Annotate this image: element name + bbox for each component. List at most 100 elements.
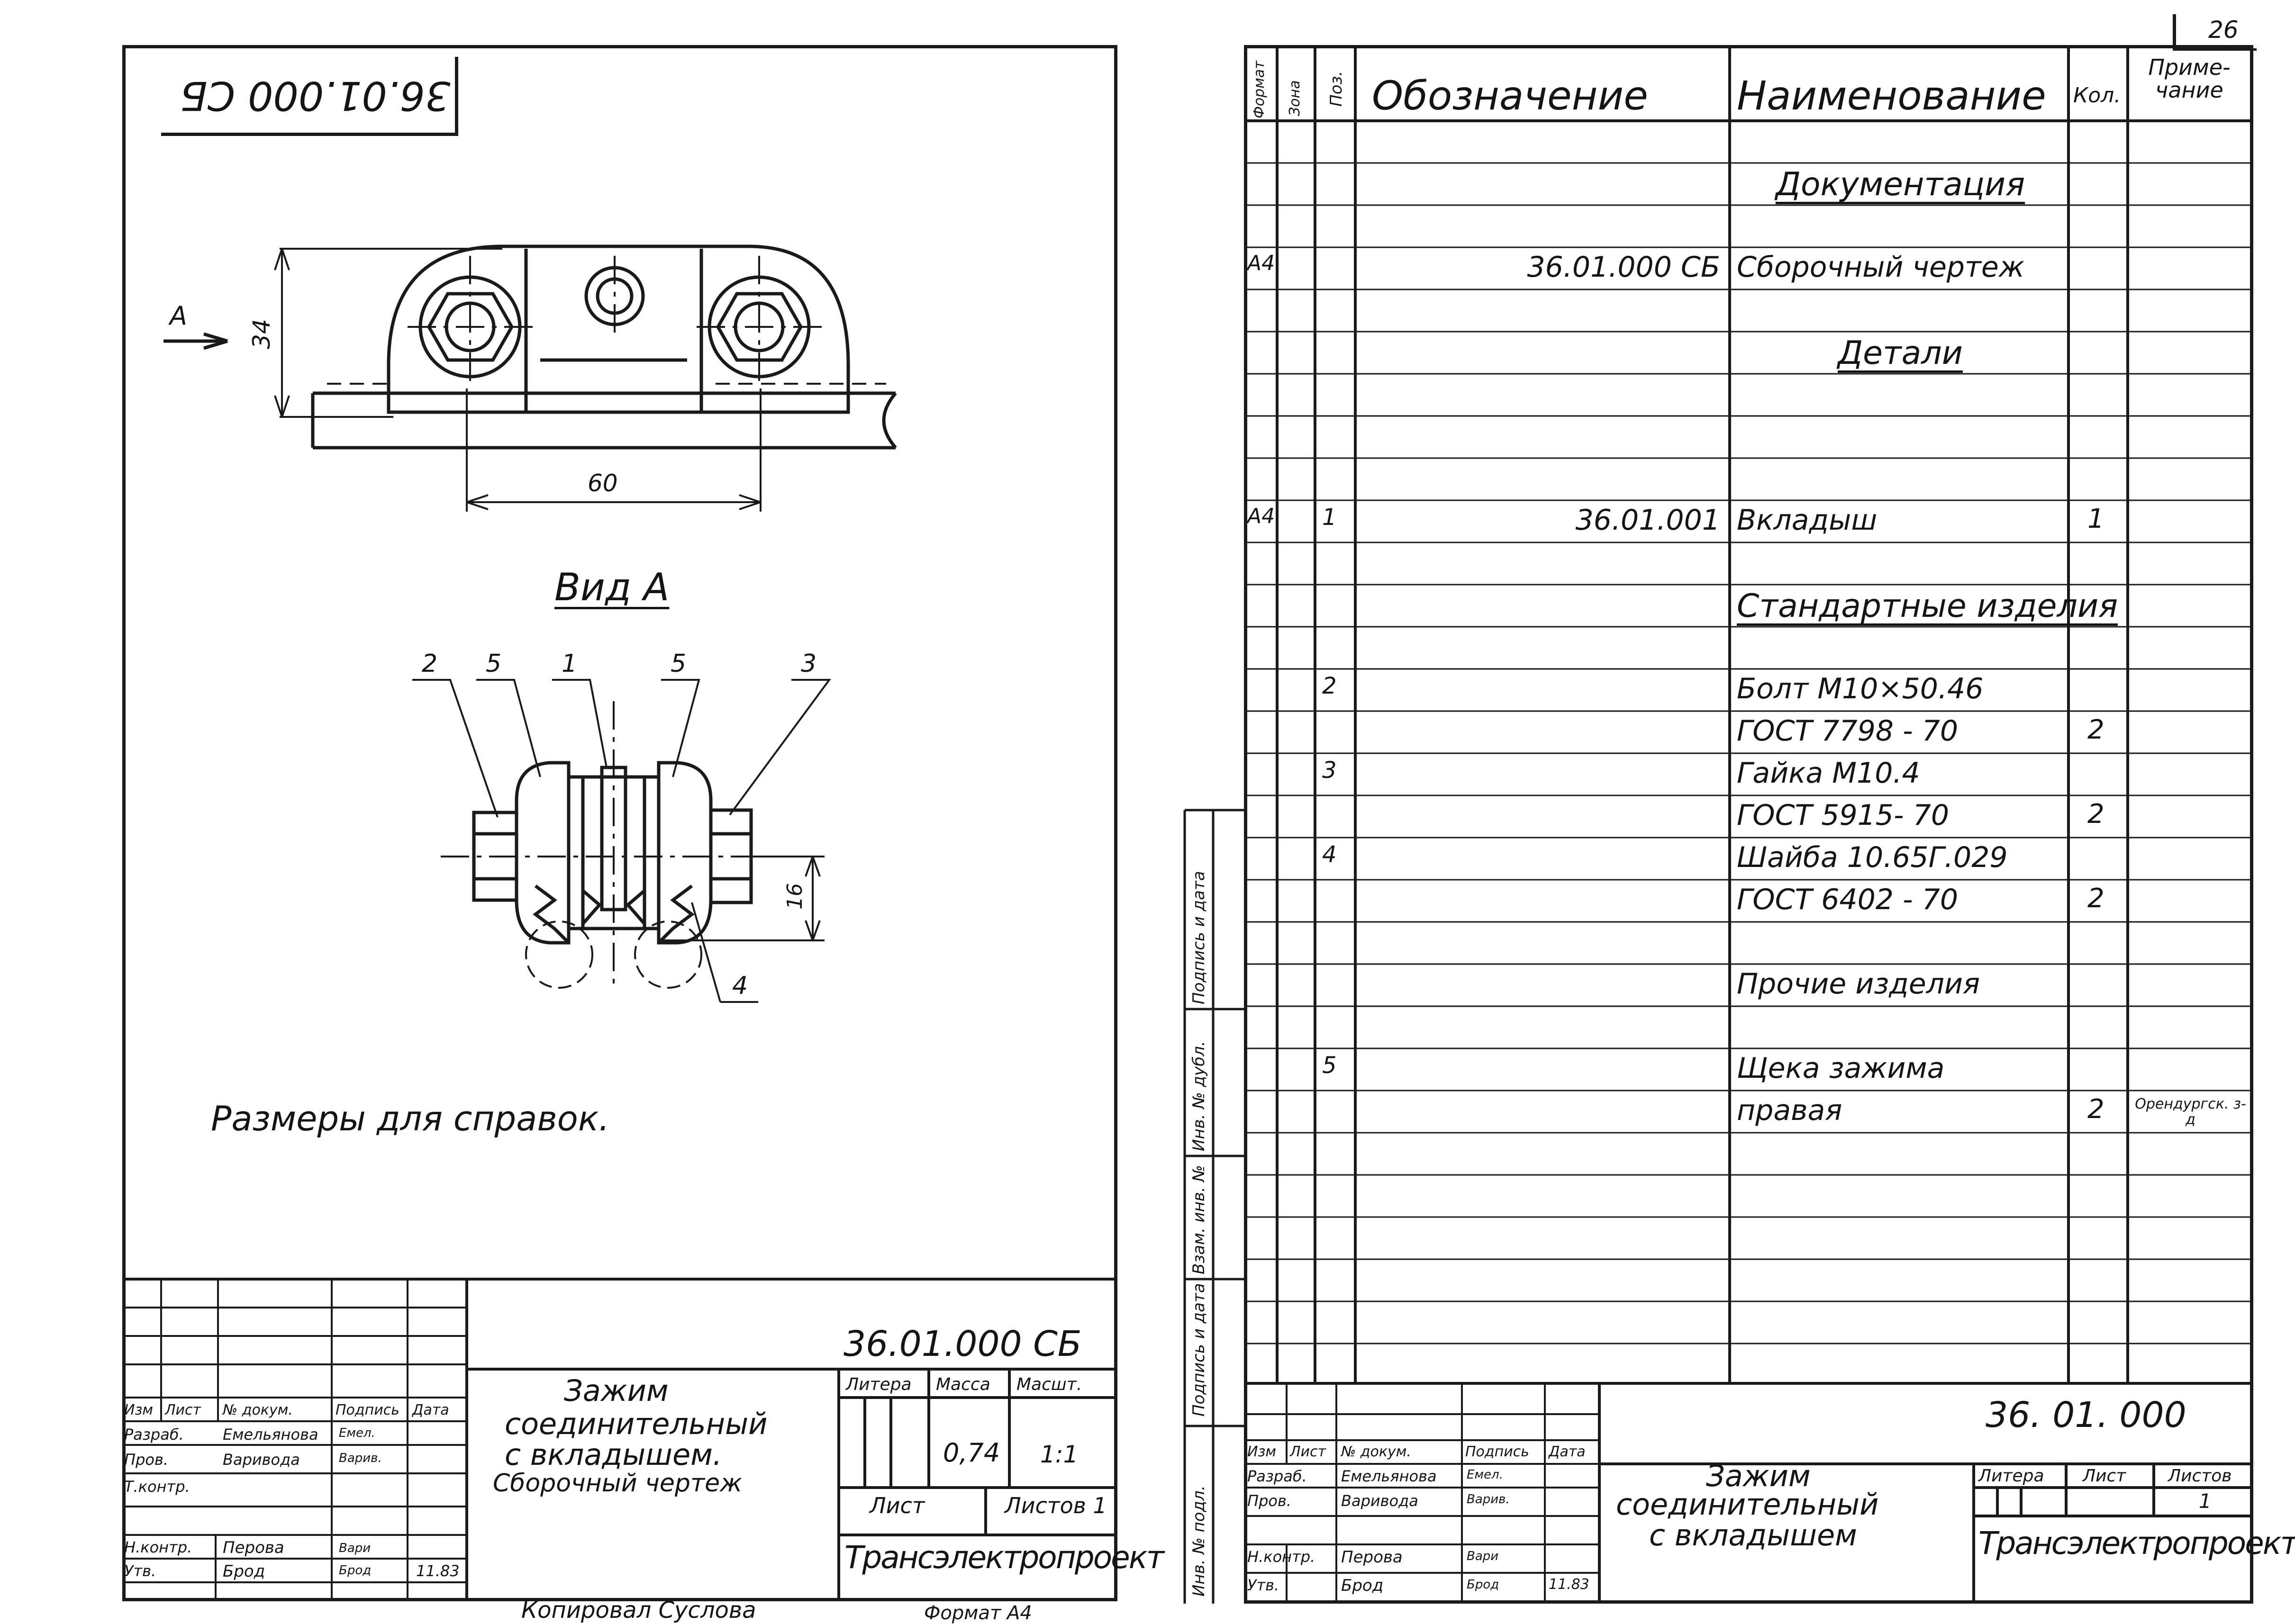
left-tb-name-row-1: Емельянова: [223, 1426, 318, 1444]
row-name: Прочие изделия: [1737, 967, 1980, 1001]
row-name: Детали: [1838, 334, 1963, 372]
row-qty: 2: [2087, 1094, 2105, 1125]
right-tb-name-3: с вкладышем: [1649, 1518, 1857, 1552]
row-name: Гайка М10.4: [1737, 757, 1920, 790]
row-name: Щека зажима: [1737, 1052, 1945, 1085]
left-tb-col-sign: Подпись: [336, 1402, 399, 1418]
left-tb-col-list: Лист: [165, 1402, 201, 1418]
row-pos: 3: [1322, 757, 1337, 784]
right-tb-name-2: соединительный: [1616, 1487, 1879, 1522]
row-designation: 36.01.000 СБ: [1527, 251, 1721, 284]
left-tb-name-3: с вкладышем.: [505, 1437, 722, 1472]
callout-4: 4: [732, 972, 748, 1000]
left-tb-sign-2: Варив.: [339, 1451, 382, 1465]
right-tb-listov: 1: [2199, 1489, 2212, 1513]
hdr-qty: Кол.: [2073, 83, 2121, 108]
left-tb-role-5: Утв.: [124, 1562, 156, 1580]
right-tb-col-date: Дата: [1549, 1444, 1586, 1460]
right-tb-name-row-1: Емельянова: [1341, 1467, 1437, 1485]
sheet-number: 26: [2208, 16, 2239, 44]
right-tb-hdr-listov: Листов: [2168, 1466, 2232, 1486]
left-tb-massa: 0,74: [943, 1438, 1000, 1468]
callout-1: 1: [562, 650, 578, 678]
left-tb-name-row-5: Брод: [223, 1562, 265, 1581]
row-pos: 4: [1322, 841, 1337, 868]
mirrored-stamp-box: [161, 57, 458, 136]
row-name: Болт М10×50.46: [1737, 672, 1984, 705]
left-tb-sign-1: Емел.: [339, 1426, 375, 1440]
row-name: Сборочный чертеж: [1737, 251, 2024, 284]
row-name: Шайба 10.65Г.029: [1737, 841, 2008, 874]
right-tb-code: 36. 01. 000: [1986, 1395, 2186, 1435]
row-name: Документация: [1775, 166, 2025, 203]
row-designation: 36.01.001: [1575, 504, 1720, 537]
left-tb-date-5: 11.83: [416, 1562, 460, 1580]
row-qty: 2: [2087, 799, 2105, 830]
left-tb-role-4: Н.контр.: [124, 1538, 192, 1556]
right-tb-sign-4: Вари: [1467, 1549, 1499, 1563]
callout-3: 3: [801, 650, 817, 678]
right-tb-col-list: Лист: [1290, 1444, 1326, 1460]
footer-copied-by: Копировал Суслова: [521, 1597, 756, 1624]
row-pos: 2: [1322, 673, 1337, 699]
row-note: Орендургск. з-д: [2135, 1096, 2246, 1128]
left-tb-name-2: соединительный: [505, 1407, 768, 1441]
left-tb-name-4: Сборочный чертеж: [493, 1469, 742, 1498]
right-tb-hdr-litera: Литера: [1978, 1466, 2044, 1486]
hdr-name: Наименование: [1737, 72, 2046, 119]
left-tb-name-1: Зажим: [564, 1373, 669, 1408]
right-tb-date-5: 11.83: [1549, 1576, 1589, 1593]
right-tb-col-doc: № докум.: [1341, 1444, 1411, 1460]
row-pos: 5: [1322, 1052, 1337, 1079]
left-tb-name-row-4: Перова: [223, 1538, 284, 1557]
hdr-note: Приме- чание: [2148, 54, 2231, 103]
view-a-title: Вид А: [554, 565, 670, 609]
right-tb-sign-1: Емел.: [1467, 1468, 1503, 1482]
right-tb-sign-2: Варив.: [1467, 1492, 1510, 1507]
right-tb-role-1: Разраб.: [1247, 1467, 1307, 1485]
left-tb-list: Лист: [870, 1493, 925, 1518]
left-tb-role-3: Т.контр.: [124, 1478, 190, 1496]
right-tb-org: Трансэлектропроект: [1978, 1525, 2295, 1561]
hdr-designation: Обозначение: [1372, 72, 1648, 119]
left-tb-listov: Листов 1: [1005, 1493, 1107, 1518]
left-tb-name-row-2: Варивода: [223, 1451, 300, 1469]
left-tb-masshtab: 1:1: [1040, 1441, 1079, 1468]
left-tb-hdr-massa: Масса: [936, 1375, 990, 1394]
row-qty: 2: [2087, 883, 2105, 914]
right-tb-role-5: Утв.: [1247, 1576, 1279, 1594]
sheet-number-box: [2173, 14, 2257, 51]
row-name: ГОСТ 5915- 70: [1737, 799, 1950, 832]
left-tb-hdr-litera: Литера: [846, 1375, 912, 1394]
right-sheet-frame: [1244, 45, 2253, 1604]
row-format: А4: [1247, 251, 1275, 275]
left-tb-sign-5: Брод: [339, 1563, 372, 1578]
right-tb-name-row-2: Варивода: [1341, 1492, 1418, 1510]
right-tb-name-row-4: Перова: [1341, 1548, 1403, 1567]
left-tb-role-2: Пров.: [124, 1451, 168, 1469]
row-pos: 1: [1322, 504, 1337, 531]
left-tb-role-1: Разраб.: [124, 1426, 184, 1444]
left-tb-sign-4: Вари: [339, 1541, 371, 1555]
reference-dimensions-note: Размеры для справок.: [211, 1099, 610, 1138]
view-arrow-label: А: [170, 301, 187, 331]
right-tb-name-1: Зажим: [1706, 1459, 1811, 1493]
row-format: А4: [1247, 504, 1275, 528]
left-tb-col-doc: № докум.: [223, 1402, 293, 1418]
left-tb-org: Трансэлектропроект: [844, 1539, 1164, 1576]
row-name: Стандартные изделия: [1737, 587, 2118, 625]
row-name: Вкладыш: [1737, 504, 1878, 537]
callout-2: 2: [422, 650, 438, 678]
right-tb-role-4: Н.контр.: [1247, 1548, 1315, 1566]
left-tb-col-izm: Изм: [124, 1402, 154, 1418]
left-tb-code: 36.01.000 СБ: [844, 1324, 1082, 1364]
row-name: ГОСТ 6402 - 70: [1737, 883, 1959, 916]
callout-5-right: 5: [671, 650, 687, 678]
left-tb-col-date: Дата: [412, 1402, 449, 1418]
